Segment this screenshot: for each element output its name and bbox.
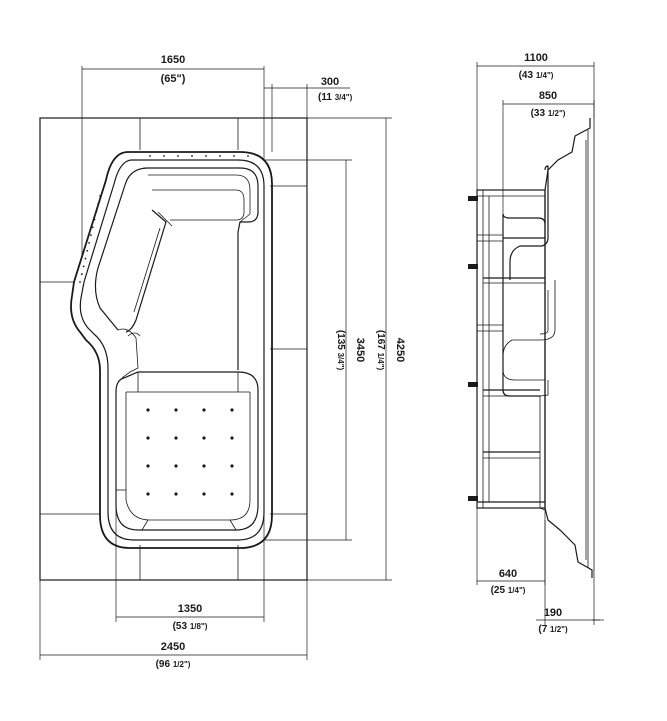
rim-hole: [177, 155, 179, 157]
rim-hole: [219, 155, 221, 157]
jet: [174, 436, 178, 440]
dim-1350: 1350 (53 1/8"): [115, 505, 265, 632]
dim-190: 190 (7 1/2"): [536, 520, 604, 635]
jet: [174, 492, 178, 496]
dim-1100-inch: (43 1/4"): [519, 70, 554, 81]
dim-640: 640 (25 1/4"): [476, 508, 546, 596]
dim-640-inch: (25 1/4"): [491, 585, 526, 596]
jet: [146, 464, 150, 468]
rim-hole: [205, 155, 207, 157]
rim-hole: [80, 273, 83, 276]
rim-hole: [191, 155, 193, 157]
dim-3450: 3450 (135 3/4"): [264, 159, 366, 541]
deck-tiles: [40, 118, 307, 580]
jet: [230, 436, 234, 440]
rim-hole: [93, 218, 96, 221]
dim-1100-mm: 1100: [524, 52, 548, 64]
rim-hole: [97, 202, 100, 205]
rim-hole: [88, 242, 90, 244]
tub-outer-rim: [70, 151, 273, 549]
dim-2450-inch: (96 1/2"): [156, 659, 191, 670]
jet: [202, 408, 206, 412]
deck-outline: [39, 117, 308, 581]
jet: [174, 464, 178, 468]
frame-screws: [468, 196, 478, 501]
rim-hole: [91, 226, 94, 229]
dim-850-mm: 850: [539, 90, 557, 102]
side-view: 1100 (43 1/4") 850 (33 1/2") 640 (25 1/4…: [468, 52, 604, 635]
rim-hole: [99, 195, 101, 197]
dim-300-mm: 300: [321, 76, 339, 88]
jet: [202, 436, 206, 440]
dim-3450-mm: 3450: [354, 338, 366, 362]
jet: [230, 408, 234, 412]
rim-hole: [95, 210, 98, 213]
rim-hole: [247, 155, 249, 157]
dim-1100: 1100 (43 1/4"): [476, 52, 595, 190]
rim-hole: [86, 249, 89, 252]
lower-floor: [115, 371, 259, 531]
dim-190-mm: 190: [544, 607, 562, 619]
jet: [202, 492, 206, 496]
jet: [202, 464, 206, 468]
dim-4250-mm: 4250: [394, 338, 406, 362]
tub-shell-profile: [544, 118, 593, 578]
jet: [230, 492, 234, 496]
rim-hole: [90, 234, 92, 236]
dim-190-inch: (7 1/2"): [538, 624, 568, 635]
dim-1650: 1650 (65"): [81, 54, 265, 255]
seat-profile: [503, 165, 549, 280]
jet: [146, 436, 150, 440]
dim-2450-mm: 2450: [161, 641, 185, 653]
dim-300-inch: (11 3/4"): [318, 92, 353, 103]
jet: [174, 408, 178, 412]
dim-4250: 4250 (167 1/4"): [307, 117, 406, 581]
rim-hole: [233, 155, 235, 157]
dim-4250-inch: (167 1/4"): [375, 330, 386, 371]
support-frame: [476, 189, 546, 509]
rim-hole: [163, 155, 165, 157]
dim-1650-inch: (65"): [161, 73, 186, 85]
dim-300: 300 (11 3/4"): [264, 76, 353, 152]
dim-1650-mm: 1650: [161, 54, 185, 66]
rim-hole: [149, 155, 151, 157]
plan-view: 1650 (65") 300 (11 3/4") 3450 (135 3/4")…: [39, 54, 406, 670]
upper-seat: [94, 167, 259, 370]
jet-grid: [146, 408, 234, 496]
rim-hole: [84, 257, 87, 260]
rim-hole: [82, 265, 85, 268]
tub-inner-rim: [79, 159, 265, 541]
dim-3450-inch: (135 3/4"): [335, 330, 346, 371]
jet: [230, 464, 234, 468]
dim-640-mm: 640: [499, 568, 517, 580]
dim-1350-inch: (53 1/8"): [173, 621, 208, 632]
jet: [146, 492, 150, 496]
dim-850-inch: (33 1/2"): [531, 108, 566, 119]
dim-1350-mm: 1350: [178, 603, 202, 615]
rim-hole: [79, 281, 81, 283]
dim-2450: 2450 (96 1/2"): [39, 580, 308, 670]
dim-850: 850 (33 1/2"): [502, 90, 595, 214]
rim-holes: [79, 155, 249, 283]
jet: [146, 408, 150, 412]
